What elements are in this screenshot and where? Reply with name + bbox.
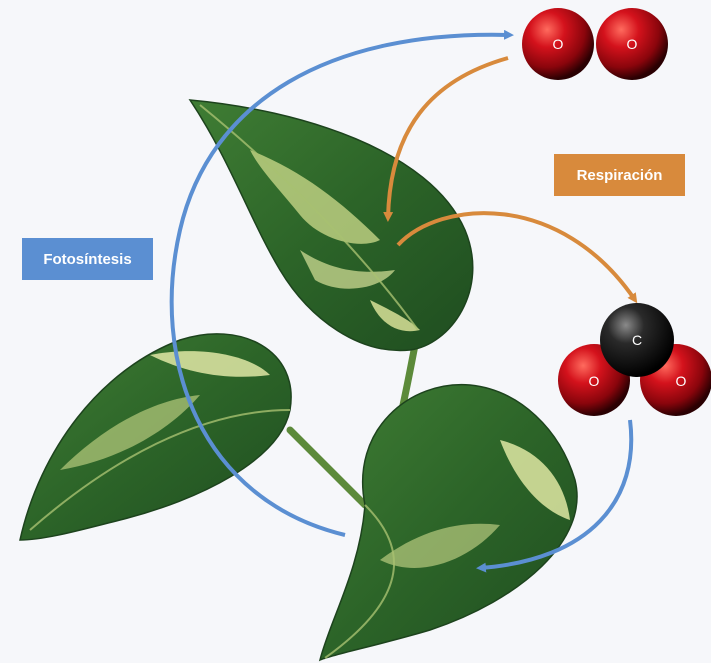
co2-molecule: C O O: [558, 303, 711, 416]
o2-atom-1-label: O: [553, 36, 564, 52]
co2-oxygen-right-label: O: [676, 373, 687, 389]
bottom-leaf: [320, 385, 577, 660]
o2-atom-2-label: O: [627, 36, 638, 52]
co2-oxygen-left-label: O: [589, 373, 600, 389]
respiration-label: Respiración: [554, 154, 685, 196]
photosynthesis-label: Fotosíntesis: [22, 238, 153, 280]
left-leaf: [20, 334, 291, 540]
o2-molecule: O O: [522, 8, 668, 80]
co2-carbon-label: C: [632, 332, 642, 348]
